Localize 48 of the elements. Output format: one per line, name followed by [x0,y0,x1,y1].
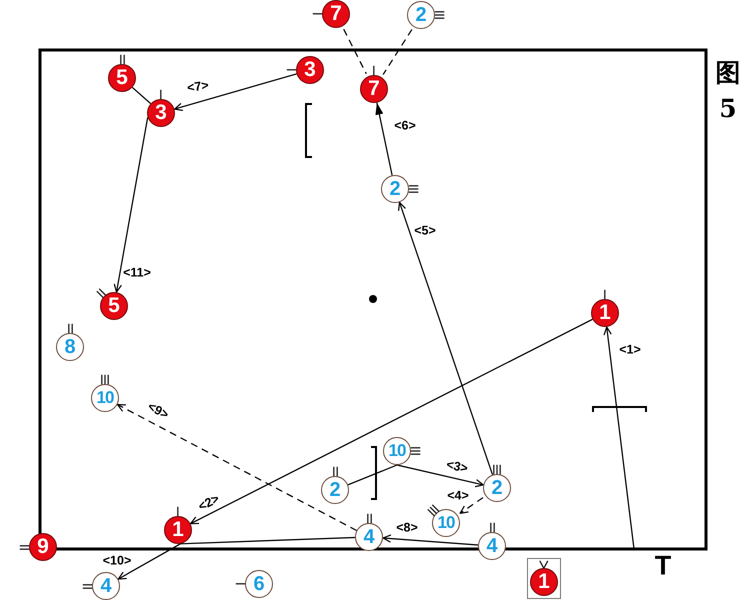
player-circle: 7 [360,75,388,103]
player-circle: 10 [91,384,119,412]
player-circle: 3 [147,99,175,127]
edge-label: <10> [102,554,132,568]
player-circle: 1 [164,516,192,544]
player-circle: 9 [29,533,57,561]
edge-label: <1> [618,344,642,356]
line [132,86,151,104]
player-circle: 5 [108,64,136,92]
arrow [382,534,478,546]
figure-title: 图 5 [714,57,742,125]
line [348,464,398,486]
player-circle: 10 [383,437,411,465]
player-circle: 6 [245,570,273,598]
player-circle: 10 [432,509,460,537]
edge-label: <6> [393,120,417,132]
player-circle: 4 [355,523,383,551]
arrow [603,326,635,550]
letter-label: T [654,552,672,580]
player-circle: 5 [100,292,128,320]
player-circle: 2 [321,476,349,504]
edge-label: <11> [122,266,152,280]
player-circle: 2 [381,175,409,203]
dashed-line [382,29,412,75]
arrow [114,117,148,293]
dashed-arrow [460,497,484,514]
arrow [398,202,494,475]
square-frame [527,558,561,599]
player-circle: 2 [483,474,511,502]
player-circle: 3 [296,56,324,84]
line [180,536,356,544]
player-circle: 7 [322,0,350,28]
arrow [375,102,393,176]
arrow [396,464,484,488]
player-circle: 4 [478,532,506,560]
edge-label: <4> [446,490,470,502]
dashed-arrow [116,404,357,532]
edge-label: <8> [395,522,419,534]
player-circle: 1 [530,568,558,596]
dashed-line [343,28,367,74]
player-circle: 2 [407,1,435,29]
edge-label: <5> [413,224,437,238]
arrow [174,73,297,111]
player-circle: 4 [92,572,120,600]
arrow [190,318,593,524]
player-circle: 8 [56,333,84,361]
player-circle: 1 [591,299,619,327]
arrow [118,543,181,580]
